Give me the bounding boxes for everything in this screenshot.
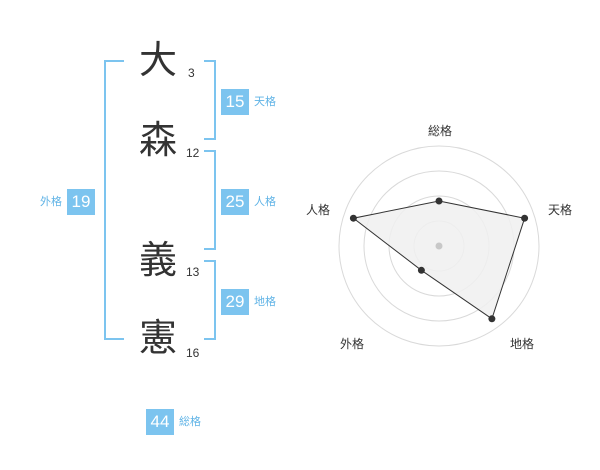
gaikaku-bracket [104,60,124,340]
jinkaku-value: 25 [221,189,249,215]
radar-point [349,214,357,222]
tenkaku-value: 15 [221,89,249,115]
name-char-4: 憲 [138,316,177,360]
radar-label-chikaku: 地格 [510,337,535,351]
name-char-1: 大 [138,38,177,82]
radar-polygon [352,200,526,320]
tenkaku-block: 15 天格 [221,89,276,115]
radar-label-soukaku: 総格 [428,124,453,138]
tenkaku-label: 天格 [254,95,276,108]
jinkaku-label: 人格 [254,195,276,208]
stroke-count-2: 12 [186,146,200,160]
chikaku-label: 地格 [254,295,276,308]
radar-center [435,242,443,250]
stroke-count-1: 3 [188,66,195,80]
soukaku-value: 44 [146,409,174,435]
radar-point [488,315,496,323]
radar-point [417,266,425,274]
stroke-count-4: 16 [186,346,200,360]
soukaku-block: 44 総格 [146,409,201,435]
gaikaku-label: 外格 [40,195,62,208]
jinkaku-block: 25 人格 [221,189,276,215]
name-char-3: 義 [138,238,177,282]
chikaku-bracket [204,260,216,340]
gaikaku-block: 外格 19 [40,189,95,215]
radar-ring [338,145,540,347]
stroke-count-3: 13 [186,265,200,279]
chikaku-block: 29 地格 [221,289,276,315]
chikaku-value: 29 [221,289,249,315]
name-char-2: 森 [138,118,177,162]
radar-label-jinkaku: 人格 [306,203,331,217]
radar-point [521,214,529,222]
radar-label-gaikaku: 外格 [340,337,365,351]
tenkaku-bracket [204,60,216,140]
soukaku-label: 総格 [179,415,201,428]
radar-point [435,197,443,205]
gaikaku-value: 19 [67,189,95,215]
jinkaku-bracket [204,150,216,250]
radar-label-tenkaku: 天格 [548,203,573,217]
